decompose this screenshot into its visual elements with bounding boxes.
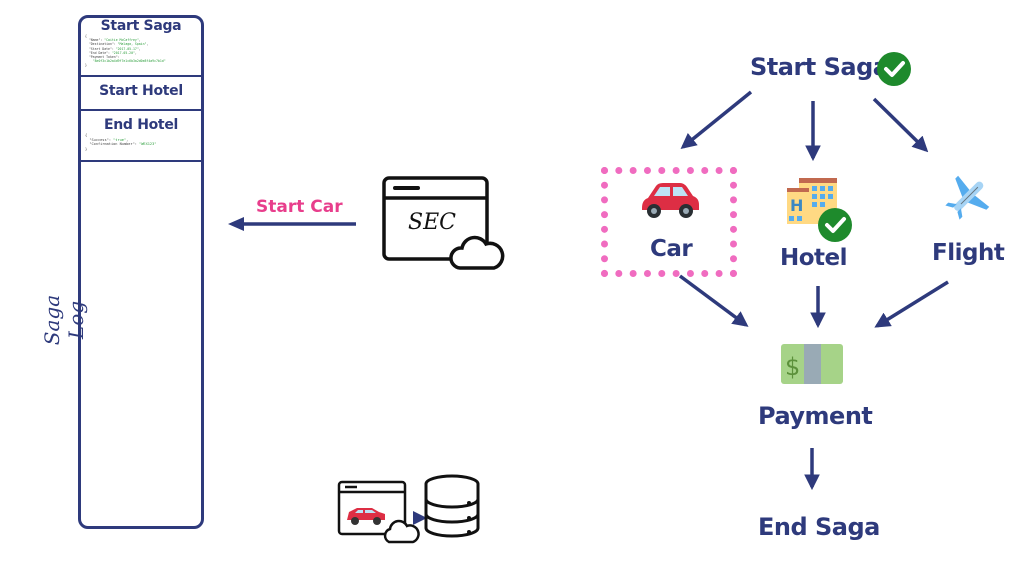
car-highlight-box bbox=[601, 167, 737, 277]
start-saga-node: Start Saga bbox=[750, 53, 889, 81]
log-entry-title: End Hotel bbox=[103, 117, 179, 133]
log-entry-payload: { "Success": "true", "Confirmation Numbe… bbox=[85, 133, 157, 151]
hotel-icon: H bbox=[787, 178, 837, 224]
start-car-label: Start Car bbox=[256, 197, 343, 217]
car-icon bbox=[642, 183, 699, 218]
flight-node-label: Flight bbox=[932, 240, 1005, 266]
airplane-icon bbox=[945, 175, 990, 220]
arrow-car-to-payment bbox=[678, 274, 749, 327]
arrow-left-icon bbox=[228, 217, 356, 231]
sec-window-icon bbox=[382, 176, 505, 270]
svg-text:$: $ bbox=[785, 353, 800, 381]
saga-log-label: Saga Log bbox=[40, 294, 88, 346]
svg-text:H: H bbox=[790, 196, 803, 215]
check-circle-icon bbox=[818, 208, 852, 242]
payment-node-label: Payment bbox=[758, 402, 873, 430]
arrow-flight-to-payment bbox=[874, 280, 949, 328]
check-circle-icon bbox=[877, 52, 911, 86]
saga-log-panel: Start Saga { "Name": "Caitie McCaffrey",… bbox=[78, 15, 204, 529]
cloud-icon bbox=[449, 235, 505, 270]
log-entry-start-saga: Start Saga { "Name": "Caitie McCaffrey",… bbox=[81, 18, 201, 77]
log-entry-payload: { "Name": "Caitie McCaffrey", "Destinati… bbox=[85, 34, 166, 68]
arrow-start-to-flight bbox=[872, 97, 929, 153]
car-service-window-icon bbox=[337, 480, 420, 544]
log-entry-start-hotel: Start Hotel bbox=[81, 77, 201, 111]
database-icon bbox=[424, 474, 480, 538]
hotel-node-label: Hotel bbox=[780, 245, 848, 271]
arrow-start-to-car bbox=[680, 90, 753, 149]
arrow-right-icon bbox=[413, 511, 427, 525]
log-entry-title: Start Hotel bbox=[99, 83, 183, 99]
car-icon bbox=[347, 508, 385, 525]
cloud-icon bbox=[383, 519, 420, 544]
sec-label: SEC bbox=[408, 210, 456, 235]
money-icon: $ bbox=[781, 344, 843, 384]
car-node-label: Car bbox=[650, 236, 693, 262]
end-saga-node: End Saga bbox=[758, 513, 880, 541]
log-entry-title: Start Saga bbox=[100, 18, 182, 34]
log-entry-end-hotel: End Hotel { "Success": "true", "Confirma… bbox=[81, 111, 201, 162]
